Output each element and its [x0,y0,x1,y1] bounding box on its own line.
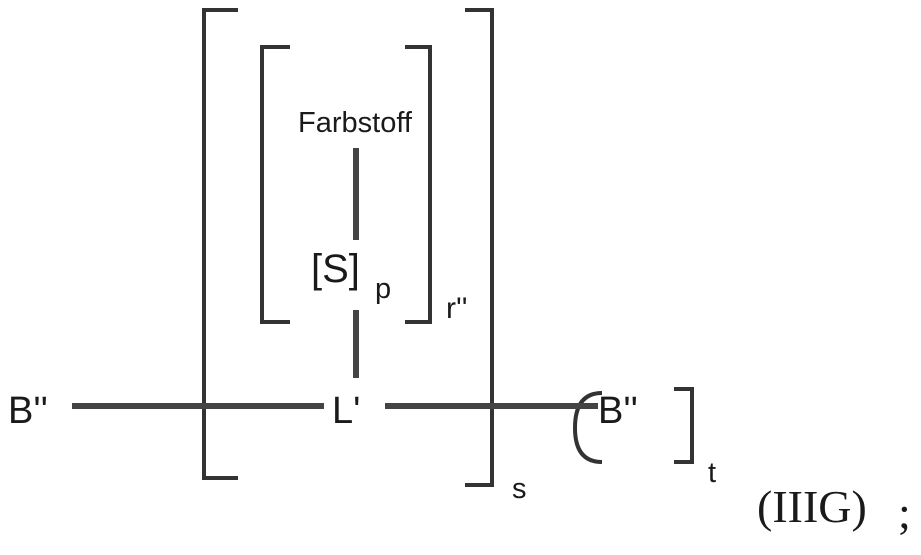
inner-bracket-left [262,47,290,322]
inner-repeat-label: r'' [446,292,467,325]
spacer-subscript: p [375,273,391,305]
right-group-bracket [674,389,692,462]
formula-id: (IIIG) [757,481,867,532]
left-end-group-label: B'' [8,390,48,432]
right-end-group-label: B'' [598,390,638,432]
inner-bracket-right [405,47,430,322]
linker-label: L' [332,390,360,432]
trailing-punctuation: ; [898,487,911,538]
dye-label: Farbstoff [298,107,413,139]
spacer-label: [S] [311,247,360,291]
outer-repeat-label: s [512,473,527,505]
outer-bracket-right [465,10,492,485]
right-repeat-label: t [708,457,716,489]
